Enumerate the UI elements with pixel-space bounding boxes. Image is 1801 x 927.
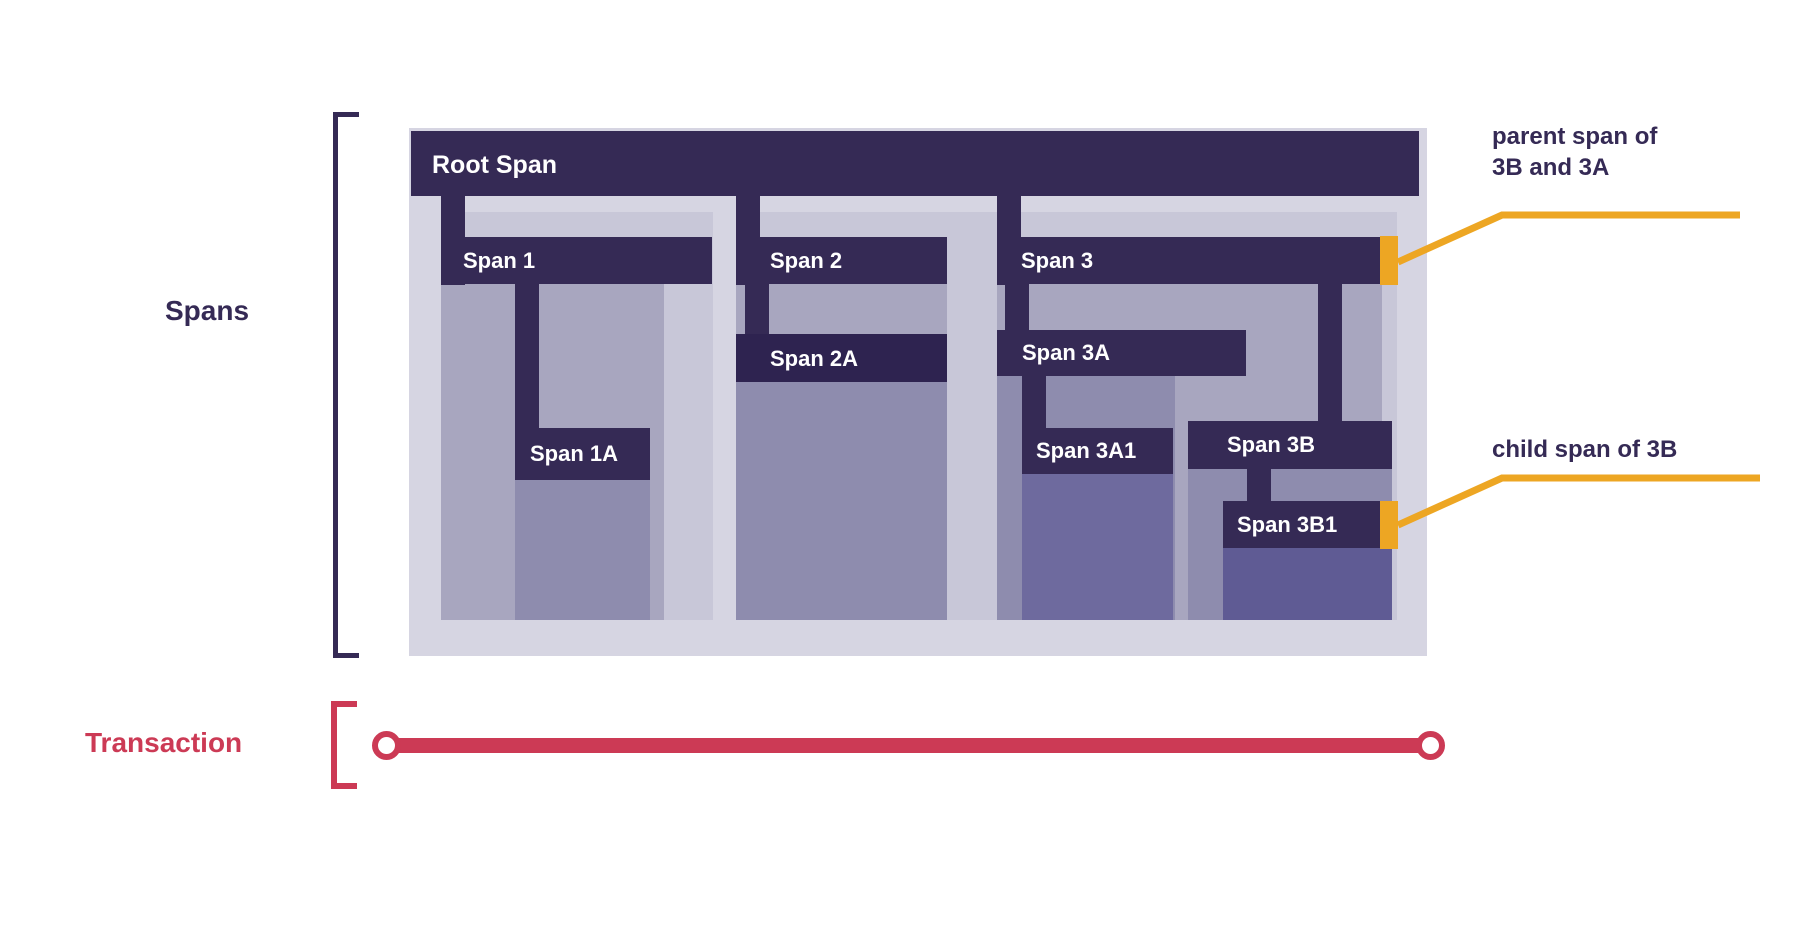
transaction-bracket [331,701,357,789]
leader-line-child [1396,474,1760,529]
span-label-span3a1: Span 3A1 [1036,438,1137,463]
span3a1-body [1022,472,1173,620]
span1a-body [515,480,650,620]
span-label-span1: Span 1 [463,248,536,273]
span-bar-span3[interactable]: Span 3 [997,237,1397,284]
span-label-span3: Span 3 [1021,248,1094,273]
callout-leader-lines [1396,211,1760,529]
span-label-span1a: Span 1A [530,441,619,466]
span-bar-span2a[interactable]: Span 2A [736,334,947,382]
span-bar-span2[interactable]: Span 2 [736,237,947,284]
callout-child-span: child span of 3B [1492,436,1678,463]
span-label-span2: Span 2 [770,248,843,273]
span-bar-root[interactable]: Root Span [411,131,1419,196]
transaction-label: Transaction [85,727,243,758]
connector-span2-to-span2a [745,275,769,345]
callout-parent-span: parent span of 3B and 3A [1492,123,1658,181]
span2a-body [736,382,947,620]
transaction-start-endpoint[interactable] [372,731,401,760]
span-bar-span3b1[interactable]: Span 3B1 [1223,501,1392,548]
highlight-marker-parent-span [1380,236,1398,285]
transaction-end-endpoint[interactable] [1416,731,1445,760]
span-label-span3b1: Span 3B1 [1237,512,1338,537]
leader-line-parent [1396,211,1740,266]
span3b1-body [1223,548,1392,620]
span-bar-span3a1[interactable]: Span 3A1 [1022,428,1173,474]
connector-span3a-to-span3a1 [1022,370,1046,435]
spans-label: Spans [165,295,250,326]
span-bar-span1[interactable]: Span 1 [441,237,712,284]
span-bar-span3a[interactable]: Span 3A [997,330,1246,376]
connector-span3-to-span3b [1318,270,1342,430]
span-label-span3b: Span 3B [1227,432,1316,457]
span-label-root: Root Span [432,151,557,179]
spans-bracket [333,112,359,658]
span-label-span3a: Span 3A [1022,340,1111,365]
span-label-span2a: Span 2A [770,346,859,371]
span-bar-span1a[interactable]: Span 1A [515,428,650,480]
transaction-bar[interactable] [386,738,1430,753]
connector-span1-to-span1a [515,275,539,435]
span-bar-span3b[interactable]: Span 3B [1188,421,1392,469]
highlight-marker-child-span [1380,501,1398,549]
